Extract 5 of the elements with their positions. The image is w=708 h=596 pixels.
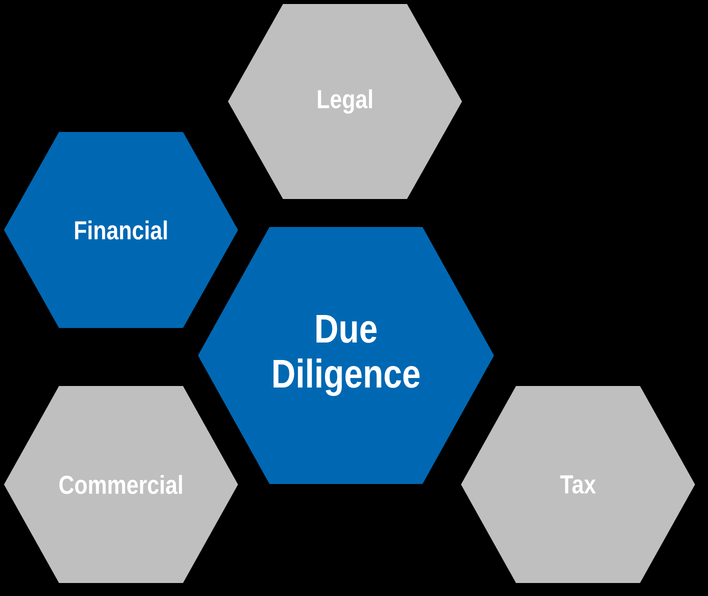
hexagon: Financial [4,132,238,328]
hexagon: Due Diligence [198,227,494,484]
hexagon: Legal [228,4,462,199]
hexagon: Commercial [4,386,238,583]
hexagon: Tax [461,386,696,583]
